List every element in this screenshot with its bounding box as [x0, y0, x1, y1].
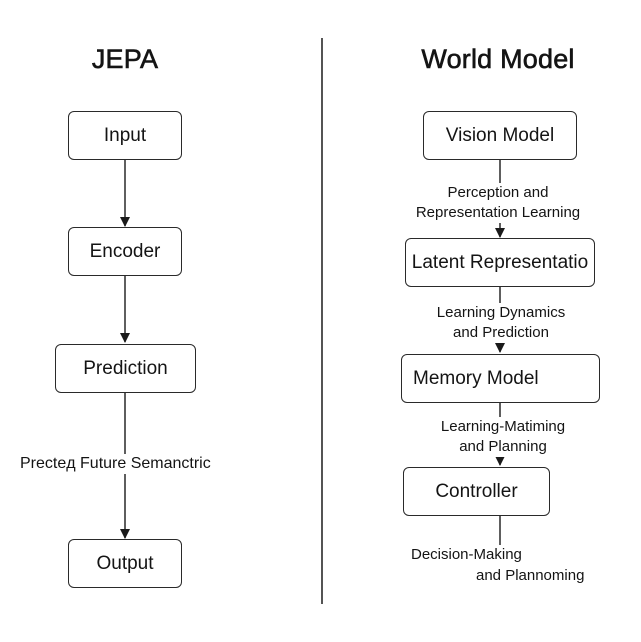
- planning-label-line1: Learning-Matiming: [440, 418, 566, 435]
- predicted-future-label: Precteд Future Semanctric: [20, 454, 211, 474]
- memory-model-node: Memory Model: [401, 354, 600, 403]
- perception-label: Perception and Representation Learning: [415, 183, 581, 223]
- controller-node: Controller: [403, 467, 550, 516]
- world-model-title: World Model: [421, 44, 575, 75]
- decision-label-line1: Decision-Making: [411, 545, 522, 565]
- vision-model-node: Vision Model: [423, 111, 577, 160]
- perception-label-line2: Representation Learning: [415, 204, 581, 221]
- jepa-title: JEPA: [91, 44, 159, 75]
- dynamics-label-line1: Learning Dynamics: [436, 304, 566, 321]
- decision-label-line2: and Plannoming: [476, 566, 585, 586]
- planning-label: Learning-Matiming and Planning: [440, 417, 566, 457]
- latent-representation-node: Latent Representatio: [405, 238, 595, 287]
- planning-label-line2: and Planning: [459, 438, 547, 455]
- prediction-node: Prediction: [55, 344, 196, 393]
- encoder-node: Encoder: [68, 227, 182, 276]
- perception-label-line1: Perception and: [447, 184, 549, 201]
- input-node: Input: [68, 111, 182, 160]
- output-node: Output: [68, 539, 182, 588]
- dynamics-label-line2: and Prediction: [453, 324, 549, 341]
- dynamics-label: Learning Dynamics and Prediction: [436, 303, 566, 343]
